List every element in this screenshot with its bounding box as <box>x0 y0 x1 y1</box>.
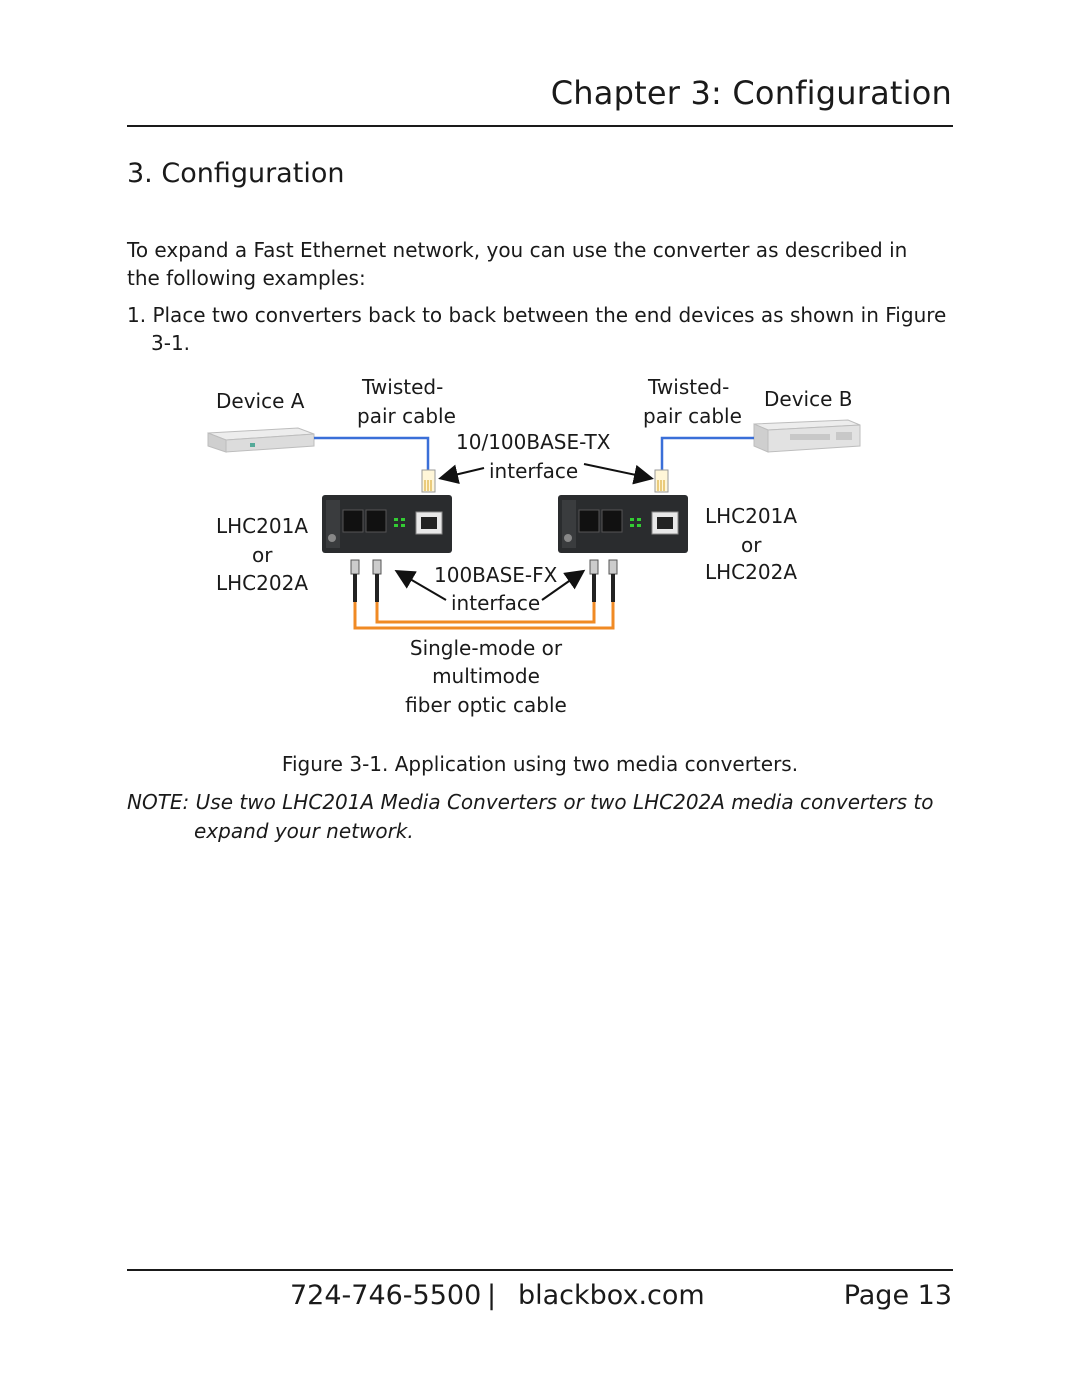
label-tp-cable-right-1: Twisted- <box>648 375 730 399</box>
header-rule <box>127 125 953 127</box>
chapter-title: Chapter 3: Configuration <box>550 74 952 112</box>
list-item-1: 1. Place two converters back to back bet… <box>127 303 947 355</box>
label-tp-cable-left-1: Twisted- <box>362 375 444 399</box>
arrow-tx-left <box>438 464 485 485</box>
intro-paragraph: To expand a Fast Ethernet network, you c… <box>127 238 908 290</box>
device-b-icon <box>753 419 861 453</box>
footer-website: blackbox.com <box>518 1280 705 1311</box>
footer-phone: 724-746-5500 <box>290 1280 482 1311</box>
figure-diagram <box>207 419 861 630</box>
label-fiber-1: Single-mode or <box>409 636 563 660</box>
arrow-fx-left <box>394 569 447 601</box>
section-heading: 3. Configuration <box>127 158 345 189</box>
label-device-b: Device B <box>764 387 853 411</box>
footer-page-number: Page 13 <box>843 1280 952 1311</box>
label-fx-interface-2: interface <box>451 591 541 615</box>
arrow-tx-right <box>583 463 654 485</box>
converter-left-icon <box>322 495 452 553</box>
fiber-connectors-right-icon <box>589 559 618 602</box>
copper-cable-right <box>660 436 754 470</box>
footer-separator: | <box>487 1280 497 1311</box>
fiber-connectors-left-icon <box>350 559 382 602</box>
label-right-model-or: or <box>741 533 762 557</box>
rj45-plug-left-icon <box>421 469 436 493</box>
note-paragraph: NOTE: Use two LHC201A Media Converters o… <box>127 790 934 843</box>
label-right-model-2: LHC202A <box>705 560 798 584</box>
label-tx-interface-1: 10/100BASE-TX <box>456 430 611 454</box>
label-fiber-3: fiber optic cable <box>405 693 567 717</box>
footer-rule <box>127 1269 953 1271</box>
label-tx-interface-2: interface <box>489 459 579 483</box>
arrow-fx-right <box>541 569 586 601</box>
label-left-model-1: LHC201A <box>216 514 309 538</box>
fiber-cable <box>353 602 615 630</box>
device-a-icon <box>207 427 315 453</box>
label-left-model-or: or <box>252 543 273 567</box>
figure-3-1: Device A Twisted- pair cable Twisted- pa… <box>0 360 1080 740</box>
label-fiber-2: multimode <box>432 664 540 688</box>
label-device-a: Device A <box>216 389 305 413</box>
label-right-model-1: LHC201A <box>705 504 798 528</box>
label-tp-cable-right-2: pair cable <box>643 404 742 428</box>
converter-right-icon <box>558 495 688 553</box>
label-fx-interface-1: 100BASE-FX <box>434 563 558 587</box>
rj45-plug-right-icon <box>654 469 669 493</box>
figure-caption: Figure 3-1. Application using two media … <box>281 752 799 776</box>
label-left-model-2: LHC202A <box>216 571 309 595</box>
label-tp-cable-left-2: pair cable <box>357 404 456 428</box>
copper-cable-left <box>314 436 430 470</box>
